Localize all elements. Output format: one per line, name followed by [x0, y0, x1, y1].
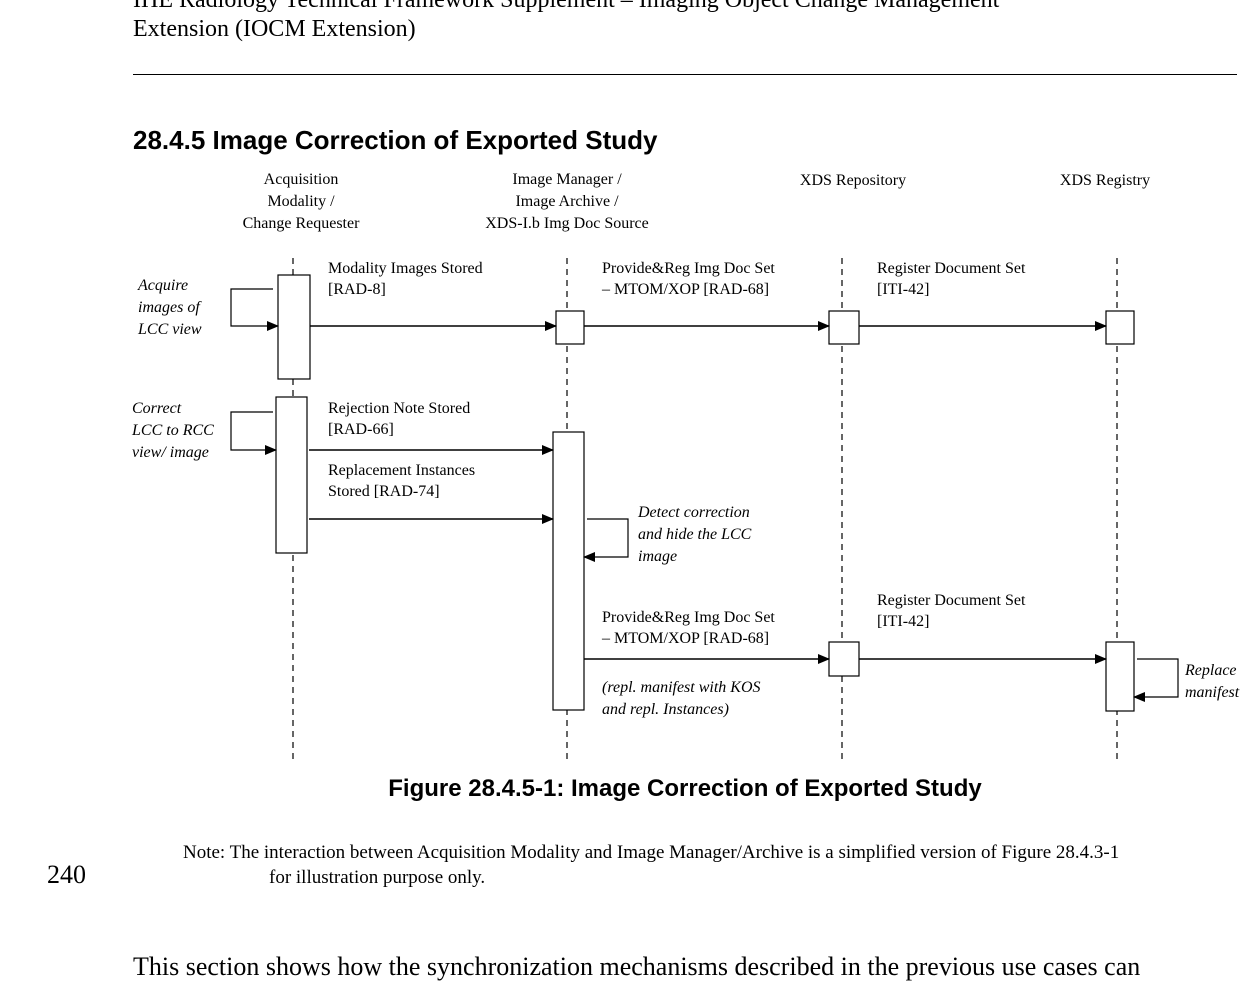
label-m1-line1: Modality Images Stored — [328, 260, 483, 277]
figure-note-line2: for illustration purpose only. — [269, 867, 486, 888]
self-arrow-acquire — [230, 288, 279, 331]
note-correct-line2: LCC to RCC — [132, 422, 214, 439]
figure-note: Note: The interaction between Acquisitio… — [183, 840, 1243, 890]
label-m5-line2: Stored [RAD-74] — [328, 483, 440, 500]
actor-xds-registry: XDS Registry — [1059, 172, 1151, 189]
figure-note-line1: Note: The interaction between Acquisitio… — [183, 842, 1120, 863]
actor-xds-repository: XDS Repository — [799, 172, 907, 189]
note-detect-correction: Detect correction and hide the LCC image — [638, 502, 751, 568]
figure-caption: Figure 28.4.5-1: Image Correction of Exp… — [388, 775, 982, 802]
label-m1-line2: [RAD-8] — [328, 281, 386, 298]
label-m6-note-line1: (repl. manifest with KOS — [602, 679, 761, 696]
running-header-line1: IHE Radiology Technical Framework Supple… — [133, 0, 1000, 13]
actor-modality-line1: Acquisition — [263, 171, 339, 188]
label-replacement-instances: Replacement Instances Stored [RAD-74] — [328, 460, 475, 502]
actor-modality-line2: Modality / — [267, 193, 335, 210]
self-arrow-correct — [230, 411, 277, 455]
label-provide-reg-1: Provide&Reg Img Doc Set – MTOM/XOP [RAD-… — [602, 258, 775, 300]
self-arrow-replace — [1133, 658, 1179, 702]
activation-modality-1 — [277, 274, 311, 380]
actor-manager-line1: Image Manager / — [512, 171, 622, 188]
note-acquire-line1: Acquire — [138, 277, 189, 294]
label-register-doc-set-1: Register Document Set [ITI-42] — [877, 258, 1025, 300]
activation-registry-1 — [1105, 310, 1135, 345]
note-correct-line3: view/ image — [132, 444, 209, 461]
activation-manager-2 — [552, 431, 585, 711]
activation-repository-2 — [828, 641, 860, 677]
label-m6-note-line2: and repl. Instances) — [602, 701, 729, 718]
note-correct-view: Correct LCC to RCC view/ image — [132, 398, 214, 464]
section-title: 28.4.5 Image Correction of Exported Stud… — [133, 125, 658, 155]
activation-repository-1 — [828, 310, 860, 345]
label-m2-line1: Provide&Reg Img Doc Set — [602, 260, 775, 277]
note-detect-line2: and hide the LCC — [638, 526, 752, 543]
actor-manager-line3: XDS-I.b Img Doc Source — [485, 215, 649, 232]
note-acquire-line2: images of — [138, 299, 200, 316]
activation-manager-1 — [555, 310, 585, 345]
label-m3-line1: Register Document Set — [877, 260, 1026, 277]
label-rejection-note-stored: Rejection Note Stored [RAD-66] — [328, 398, 470, 440]
self-arrow-detect — [583, 518, 629, 562]
body-paragraph: This section shows how the synchronizati… — [133, 952, 1141, 981]
note-correct-line1: Correct — [132, 400, 182, 417]
note-acquire-images: Acquire images of LCC view — [138, 275, 202, 341]
label-m7-line2: [ITI-42] — [877, 613, 930, 630]
note-acquire-line3: LCC view — [138, 321, 202, 338]
activation-modality-2 — [275, 396, 308, 554]
actor-modality-line3: Change Requester — [242, 215, 360, 232]
note-detect-line3: image — [638, 548, 678, 565]
label-m2-line2: – MTOM/XOP [RAD-68] — [602, 281, 770, 298]
note-detect-line1: Detect correction — [638, 504, 750, 521]
actor-manager-line2: Image Archive / — [515, 193, 619, 210]
label-m4-line1: Rejection Note Stored — [328, 400, 471, 417]
running-header-line2: Extension (IOCM Extension) — [133, 16, 416, 42]
label-m6-line2: – MTOM/XOP [RAD-68] — [602, 630, 770, 647]
label-m4-line2: [RAD-66] — [328, 421, 394, 438]
label-modality-images-stored: Modality Images Stored [RAD-8] — [328, 258, 483, 300]
activation-registry-2 — [1105, 641, 1135, 712]
page-number: 240 — [47, 860, 86, 889]
label-register-doc-set-2: Register Document Set [ITI-42] — [877, 590, 1025, 632]
label-repl-manifest-note: (repl. manifest with KOS and repl. Insta… — [602, 677, 761, 721]
note-replace-manifest: Replace manifest — [1185, 660, 1239, 704]
actor-image-manager: Image Manager / Image Archive / XDS-I.b … — [485, 169, 649, 235]
actor-acquisition-modality: Acquisition Modality / Change Requester — [243, 169, 360, 235]
label-m7-line1: Register Document Set — [877, 592, 1026, 609]
note-replace-line2: manifest — [1185, 684, 1240, 701]
note-replace-line1: Replace — [1185, 662, 1237, 679]
header-rule — [133, 74, 1237, 75]
label-m5-line1: Replacement Instances — [328, 462, 476, 479]
label-provide-reg-2: Provide&Reg Img Doc Set – MTOM/XOP [RAD-… — [602, 607, 775, 649]
label-m3-line2: [ITI-42] — [877, 281, 930, 298]
label-m6-line1: Provide&Reg Img Doc Set — [602, 609, 775, 626]
